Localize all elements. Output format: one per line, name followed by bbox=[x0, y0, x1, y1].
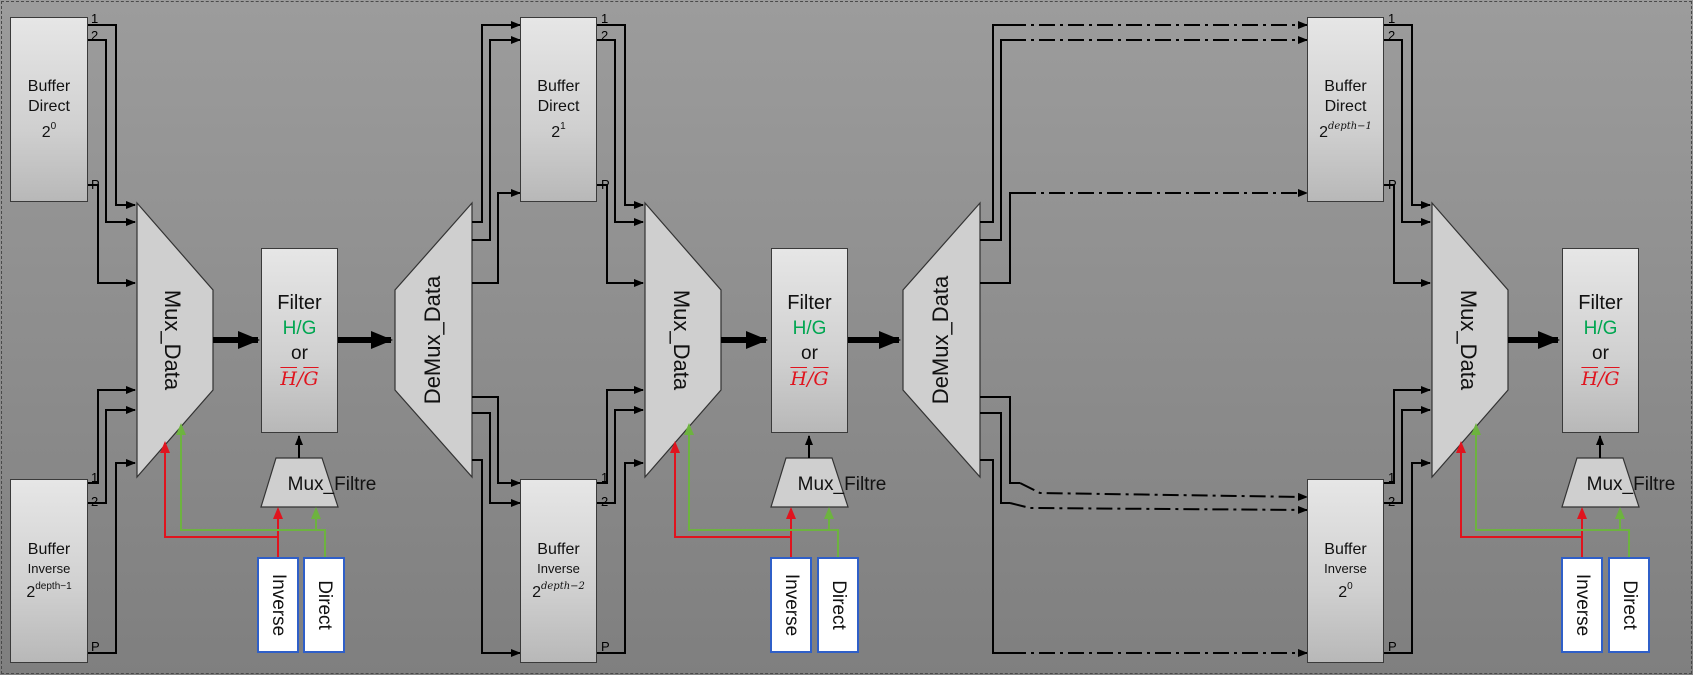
port-label-1: 1 bbox=[91, 11, 99, 26]
mux-data-label: Mux_Data bbox=[1456, 289, 1481, 391]
filter-inverse-coeffs: H/G bbox=[280, 367, 319, 390]
inverse-control-label: Inverse bbox=[1572, 573, 1593, 637]
buffer-direct-2-1: Buffer Direct 21 bbox=[520, 17, 597, 202]
inverse-control-label: Inverse bbox=[268, 573, 289, 637]
filter-or: or bbox=[1592, 342, 1609, 364]
filter-block-2: Filter H/G or H/G bbox=[771, 248, 848, 433]
port-label-2: 2 bbox=[1388, 494, 1396, 509]
port-label-1: 1 bbox=[91, 470, 99, 485]
buffer-title: Buffer bbox=[537, 540, 580, 558]
port-label-p: P bbox=[91, 177, 100, 192]
direct-control-1[interactable]: Direct bbox=[303, 557, 345, 653]
port-label-2: 2 bbox=[91, 494, 99, 509]
buffer-type: Direct bbox=[28, 97, 70, 115]
mux-filtre-3-shape bbox=[1561, 457, 1640, 508]
filter-direct-coeffs: H/G bbox=[282, 317, 317, 339]
filter-direct-coeffs: H/G bbox=[1583, 317, 1618, 339]
demux-data-label: DeMux_Data bbox=[928, 275, 953, 405]
port-label-p: P bbox=[91, 639, 100, 654]
buffer-title: Buffer bbox=[27, 77, 71, 95]
buffer-direct-2-depth-1: Buffer Direct 2depth−1 bbox=[1307, 17, 1384, 202]
direct-control-label: Direct bbox=[314, 580, 335, 630]
filter-title: Filter bbox=[1578, 291, 1623, 314]
inverse-control-label: Inverse bbox=[781, 573, 802, 637]
buffer-title: Buffer bbox=[1324, 540, 1367, 558]
port-label-2: 2 bbox=[601, 494, 609, 509]
demux-data-2-shape bbox=[902, 201, 981, 479]
filter-inverse-coeffs: H/G bbox=[1581, 367, 1620, 390]
mux-data-label: Mux_Data bbox=[160, 289, 185, 391]
port-label-1: 1 bbox=[601, 470, 609, 485]
port-label-p: P bbox=[601, 639, 610, 654]
mux-data-label: Mux_Data bbox=[669, 289, 694, 391]
buffer-direct-2-0: Buffer Direct 20 bbox=[10, 17, 88, 202]
filter-inverse-coeffs: H/G bbox=[790, 367, 829, 390]
direct-control-label: Direct bbox=[1619, 580, 1640, 630]
filter-block-3: Filter H/G or H/G bbox=[1562, 248, 1639, 433]
filter-or: or bbox=[801, 342, 818, 364]
mux-data-3-shape bbox=[1431, 201, 1509, 479]
port-label-p: P bbox=[1388, 639, 1397, 654]
buffer-size: 2depth−2 bbox=[532, 580, 585, 601]
filter-title: Filter bbox=[787, 291, 832, 314]
port-label-1: 1 bbox=[601, 11, 609, 26]
direct-control-2[interactable]: Direct bbox=[817, 557, 859, 653]
port-label-2: 2 bbox=[91, 28, 99, 43]
demux-data-label: DeMux_Data bbox=[420, 275, 445, 405]
filter-direct-coeffs: H/G bbox=[792, 317, 827, 339]
direct-control-3[interactable]: Direct bbox=[1608, 557, 1650, 653]
filter-block-1: Filter H/G or H/G bbox=[261, 248, 338, 433]
mux-data-2-shape bbox=[644, 201, 722, 479]
buffer-type: Inverse bbox=[537, 560, 580, 576]
inverse-control-3[interactable]: Inverse bbox=[1561, 557, 1603, 653]
mux-filtre-label: Mux_Filtre bbox=[1586, 474, 1676, 495]
filter-title: Filter bbox=[277, 291, 322, 314]
mux-data-1-shape bbox=[136, 201, 214, 479]
mux-filtre-1-shape bbox=[260, 457, 339, 508]
buffer-inverse-2-depth-1: Buffer Inverse 2depth−1 bbox=[10, 479, 88, 663]
buffer-inverse-2-depth-2: Buffer Inverse 2depth−2 bbox=[520, 479, 597, 663]
inverse-control-1[interactable]: Inverse bbox=[257, 557, 299, 653]
buffer-type: Direct bbox=[1324, 97, 1367, 115]
mux-filtre-label: Mux_Filtre bbox=[287, 474, 377, 495]
port-label-p: P bbox=[601, 177, 610, 192]
buffer-type: Inverse bbox=[27, 560, 71, 576]
buffer-title: Buffer bbox=[27, 540, 71, 558]
port-label-2: 2 bbox=[1388, 28, 1396, 43]
buffer-type: Inverse bbox=[1324, 560, 1367, 576]
port-label-p: P bbox=[1388, 177, 1397, 192]
port-label-1: 1 bbox=[1388, 11, 1396, 26]
demux-data-1-shape bbox=[394, 201, 473, 479]
mux-filtre-2-shape bbox=[770, 457, 849, 508]
buffer-type: Direct bbox=[537, 97, 580, 115]
buffer-size: 21 bbox=[551, 120, 566, 141]
buffer-size: 2depth−1 bbox=[1319, 120, 1372, 141]
direct-control-label: Direct bbox=[828, 580, 849, 630]
buffer-size: 20 bbox=[1338, 580, 1353, 601]
buffer-title: Buffer bbox=[1324, 77, 1367, 95]
port-label-1: 1 bbox=[1388, 470, 1396, 485]
buffer-size: 20 bbox=[41, 120, 57, 141]
port-label-2: 2 bbox=[601, 28, 609, 43]
mux-filtre-label: Mux_Filtre bbox=[797, 474, 887, 495]
buffer-size: 2depth−1 bbox=[26, 580, 72, 601]
buffer-title: Buffer bbox=[537, 77, 580, 95]
filter-or: or bbox=[291, 342, 308, 364]
inverse-control-2[interactable]: Inverse bbox=[770, 557, 812, 653]
buffer-inverse-2-0: Buffer Inverse 20 bbox=[1307, 479, 1384, 663]
